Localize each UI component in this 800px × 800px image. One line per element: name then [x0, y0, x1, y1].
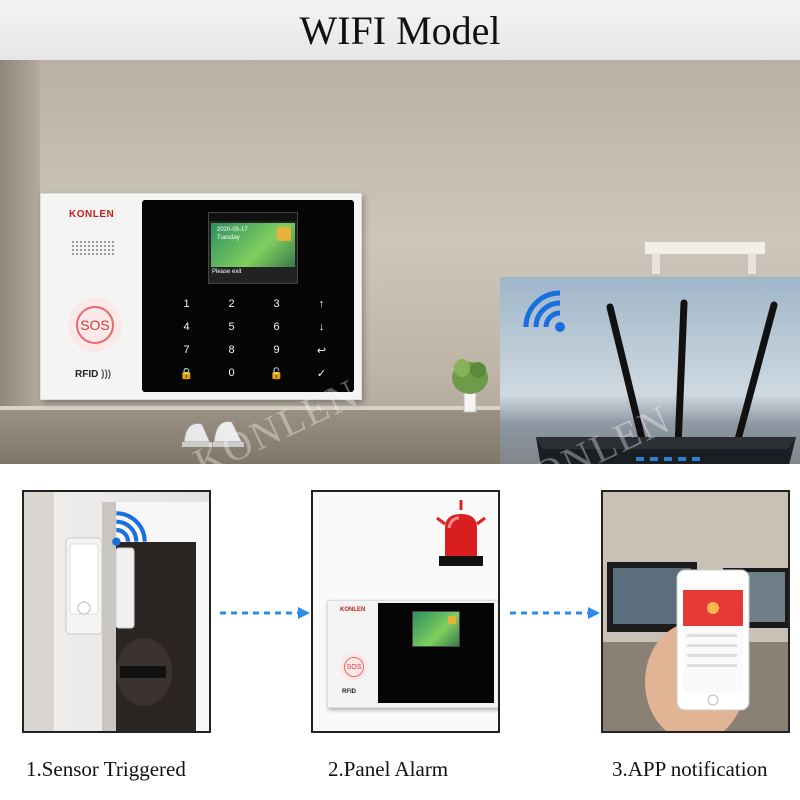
key-back[interactable]: ↩ — [316, 345, 327, 357]
key-0[interactable]: 0 — [228, 367, 235, 379]
router-inset — [500, 277, 800, 464]
rfid-label: RFID ))) — [75, 369, 112, 380]
key-up[interactable]: ↑ — [318, 298, 325, 310]
key-5[interactable]: 5 — [228, 321, 235, 333]
key-disarm[interactable]: 🔓 — [269, 368, 284, 380]
status-bar — [209, 213, 297, 221]
siren-icon — [436, 500, 486, 566]
alarm-panel: KONLEN SOS RFID ))) 2020-05-17 Tuesday P… — [40, 193, 362, 400]
step-label-app: 3.APP notification — [612, 757, 768, 781]
panel-screen: 2020-05-17 Tuesday Please exit — [208, 212, 298, 284]
dashed-arrow-icon — [220, 607, 310, 619]
lock-icon — [448, 616, 456, 624]
key-arm[interactable]: 🔒 — [179, 368, 194, 380]
key-7[interactable]: 7 — [183, 344, 190, 356]
step-sensor-image — [22, 490, 211, 733]
key-1[interactable]: 1 — [183, 298, 190, 310]
door-sensor-scene — [24, 492, 209, 731]
sos-label: SOS — [76, 306, 114, 344]
small-panel-face — [378, 603, 494, 703]
small-sos-label: SOS — [344, 657, 364, 677]
title-bar: WIFI Model — [0, 0, 800, 60]
shoes-image — [182, 420, 244, 447]
small-brand-logo: KONLEN — [340, 607, 366, 613]
lock-icon — [277, 227, 291, 241]
brand-logo: KONLEN — [69, 209, 115, 220]
key-8[interactable]: 8 — [228, 344, 235, 356]
page-title: WIFI Model — [299, 7, 501, 53]
small-panel-screen — [412, 611, 460, 647]
phone-app-scene — [603, 492, 788, 731]
keypad: 1 2 3 ↑ 4 5 6 ↓ 7 8 9 ↩ 🔒 0 🔓 ✓ — [164, 298, 344, 390]
wifi-icon — [112, 511, 147, 546]
plant-image — [452, 359, 488, 413]
key-3[interactable]: 3 — [273, 298, 280, 310]
rfid-wave-icon: ))) — [101, 369, 112, 380]
key-confirm[interactable]: ✓ — [316, 368, 327, 380]
wall-shade — [0, 60, 40, 464]
small-sos-button[interactable]: SOS — [340, 653, 368, 681]
key-9[interactable]: 9 — [273, 344, 280, 356]
shelf-leg — [748, 254, 756, 274]
hero-scene: KONLEN SOS RFID ))) 2020-05-17 Tuesday P… — [0, 60, 800, 464]
screen-day: Tuesday — [217, 235, 240, 241]
shelf-leg — [652, 254, 660, 274]
step-label-sensor: 1.Sensor Triggered — [26, 757, 186, 781]
key-6[interactable]: 6 — [273, 321, 280, 333]
router-image — [536, 299, 796, 464]
step-label-panel: 2.Panel Alarm — [328, 757, 449, 781]
panel-left-side: KONLEN SOS RFID ))) — [41, 194, 141, 399]
step-app-image — [601, 490, 790, 733]
dashed-arrow-icon — [510, 607, 600, 619]
small-alarm-panel: KONLEN SOS RFID — [327, 600, 498, 708]
screen-date: 2020-05-17 — [217, 227, 248, 233]
sos-button[interactable]: SOS — [68, 298, 122, 352]
key-2[interactable]: 2 — [228, 298, 235, 310]
wall-shelf — [645, 242, 765, 254]
key-down[interactable]: ↓ — [318, 321, 325, 333]
baseboard — [0, 406, 800, 412]
small-rfid-label: RFID — [342, 689, 356, 695]
screen-message: Please exit — [212, 269, 242, 275]
step-panel-image: KONLEN SOS RFID — [311, 490, 500, 733]
key-4[interactable]: 4 — [183, 321, 190, 333]
speaker-grille — [71, 240, 115, 256]
panel-face: 2020-05-17 Tuesday Please exit 1 2 3 ↑ 4… — [142, 200, 354, 392]
wifi-icon — [523, 290, 565, 332]
